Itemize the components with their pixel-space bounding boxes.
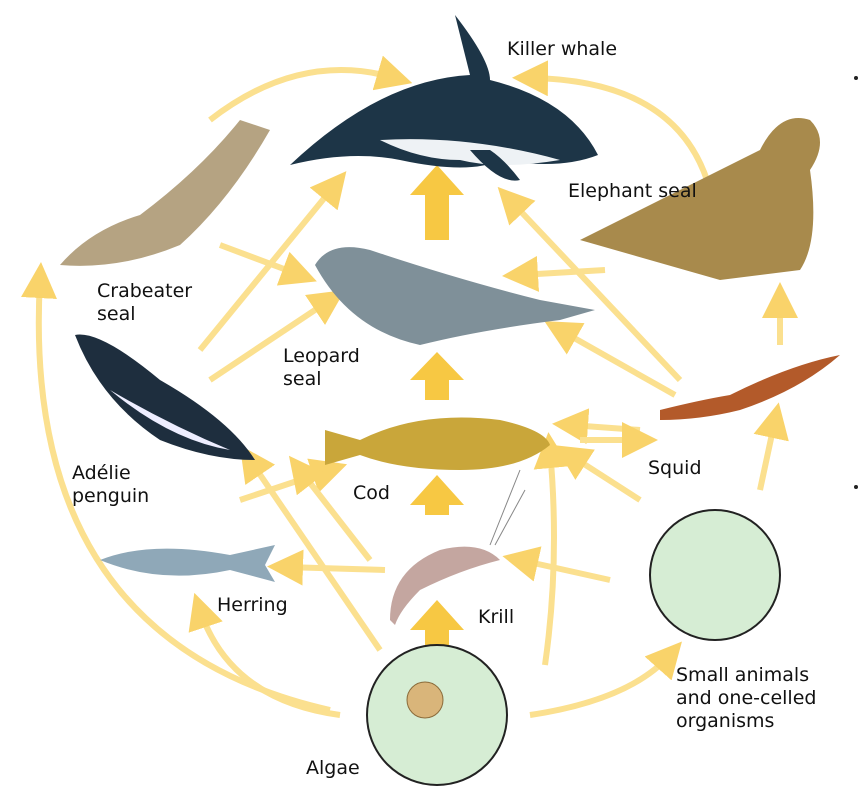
label-line: penguin bbox=[72, 485, 150, 507]
label-krill: Krill bbox=[478, 606, 515, 628]
label-line: Adélie bbox=[72, 462, 131, 484]
krill-illustration bbox=[390, 469, 526, 625]
label-line: seal bbox=[283, 368, 322, 390]
feeding-arrows bbox=[21, 55, 798, 718]
bullet-dot bbox=[854, 485, 858, 489]
label-line: and one-celled bbox=[676, 687, 817, 709]
adelie-penguin-illustration bbox=[75, 334, 255, 460]
killer-whale-illustration bbox=[290, 15, 598, 181]
herring-illustration bbox=[100, 545, 275, 582]
label-herring: Herring bbox=[217, 594, 288, 616]
cod-illustration bbox=[325, 417, 550, 470]
bullet-dot bbox=[854, 76, 858, 80]
label-cod: Cod bbox=[353, 482, 390, 504]
small-organisms-illustration bbox=[649, 509, 781, 641]
label-line: Crabeater bbox=[97, 280, 193, 302]
label-elephant-seal: Elephant seal bbox=[568, 180, 697, 202]
label-line: Leopard bbox=[283, 345, 360, 367]
label-line: seal bbox=[97, 303, 136, 325]
crabeater-seal-illustration bbox=[60, 120, 270, 266]
label-line: organisms bbox=[676, 710, 775, 732]
main-arrows bbox=[410, 165, 464, 645]
algae-illustration bbox=[366, 644, 508, 786]
elephant-seal-illustration bbox=[580, 118, 820, 280]
leopard-seal-illustration bbox=[315, 247, 595, 345]
squid-illustration bbox=[660, 355, 840, 420]
label-killer-whale: Killer whale bbox=[507, 38, 618, 60]
label-line: Small animals bbox=[676, 664, 810, 686]
label-squid: Squid bbox=[648, 457, 702, 479]
label-algae: Algae bbox=[306, 757, 360, 779]
